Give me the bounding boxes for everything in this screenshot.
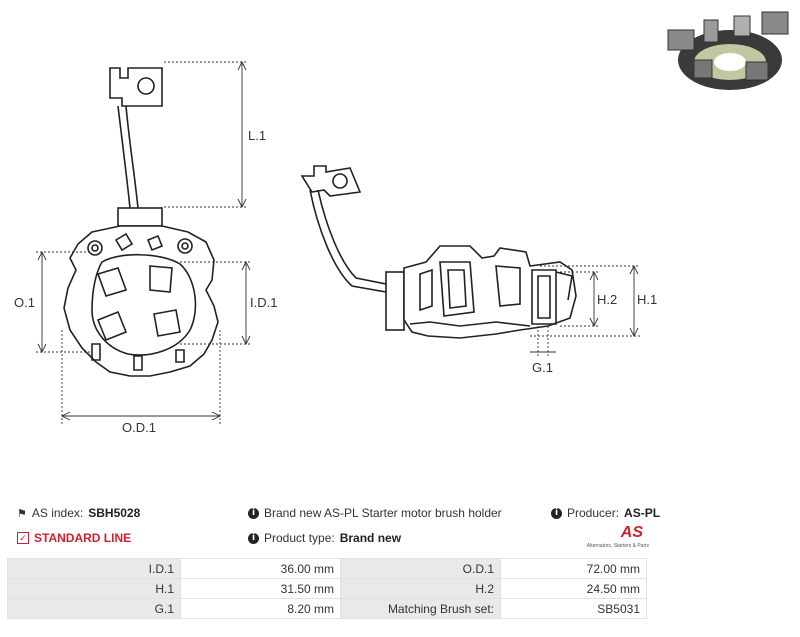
- info-icon: i: [551, 507, 562, 519]
- info-icon: i: [248, 532, 259, 544]
- producer-value: AS-PL: [624, 506, 661, 520]
- table-row: I.D.1 36.00 mm O.D.1 72.00 mm: [7, 558, 647, 579]
- as-index-label: AS index:: [31, 506, 84, 520]
- dim-label-od1: O.D.1: [122, 420, 156, 435]
- spec-label: I.D.1: [7, 558, 181, 579]
- spec-value: 8.20 mm: [180, 598, 341, 619]
- logo-text: AS: [620, 524, 643, 541]
- dim-label-l1: L.1: [248, 128, 266, 143]
- info-icon: i: [248, 507, 259, 519]
- spec-label: G.1: [7, 598, 181, 619]
- spec-value: 36.00 mm: [180, 558, 341, 579]
- product-type-label: Product type:: [264, 531, 335, 545]
- spec-value: 72.00 mm: [500, 558, 647, 579]
- as-pl-logo: AS Alternators, Starters & Parts: [585, 524, 655, 554]
- as-index-value: SBH5028: [88, 506, 141, 520]
- dim-label-g1: G.1: [532, 360, 553, 375]
- table-row: G.1 8.20 mm Matching Brush set: SB5031: [7, 598, 647, 619]
- dim-label-h2: H.2: [597, 292, 617, 307]
- spec-value: 31.50 mm: [180, 578, 341, 599]
- logo-tagline: Alternators, Starters & Parts: [586, 543, 649, 549]
- product-type-value: Brand new: [339, 531, 402, 545]
- checkbox-icon: ✓: [17, 532, 29, 544]
- specs-table: I.D.1 36.00 mm O.D.1 72.00 mm H.1 31.50 …: [7, 558, 647, 619]
- product-info: ⚑ AS index: SBH5028 ✓ STANDARD LINE i Br…: [0, 500, 800, 555]
- description: i Brand new AS-PL Starter motor brush ho…: [248, 506, 502, 520]
- top-view-drawing: [63, 67, 219, 377]
- table-row: H.1 31.50 mm H.2 24.50 mm: [7, 578, 647, 599]
- spec-value: 24.50 mm: [500, 578, 647, 599]
- tag-icon: ⚑: [17, 507, 27, 520]
- producer-label: Producer:: [567, 506, 620, 520]
- producer: i Producer: AS-PL: [551, 506, 660, 520]
- as-index: ⚑ AS index: SBH5028: [17, 506, 140, 520]
- description-text: Brand new AS-PL Starter motor brush hold…: [264, 506, 502, 520]
- spec-label: H.1: [7, 578, 181, 599]
- product-type: i Product type: Brand new: [248, 531, 401, 545]
- dim-label-id1: I.D.1: [250, 295, 277, 310]
- spec-label: O.D.1: [340, 558, 501, 579]
- side-view-drawing: [300, 165, 577, 339]
- spec-label: H.2: [340, 578, 501, 599]
- standard-line-label: STANDARD LINE: [34, 531, 132, 545]
- product-photo: [667, 11, 789, 90]
- spec-label: Matching Brush set:: [340, 598, 501, 619]
- technical-drawing: L.1 O.1 I.D.1 O.D.1 H.2 H.1 G.1: [14, 11, 789, 435]
- dim-label-o1: O.1: [14, 295, 35, 310]
- standard-line: ✓ STANDARD LINE: [17, 531, 131, 545]
- dim-label-h1: H.1: [637, 292, 657, 307]
- spec-value: SB5031: [500, 598, 647, 619]
